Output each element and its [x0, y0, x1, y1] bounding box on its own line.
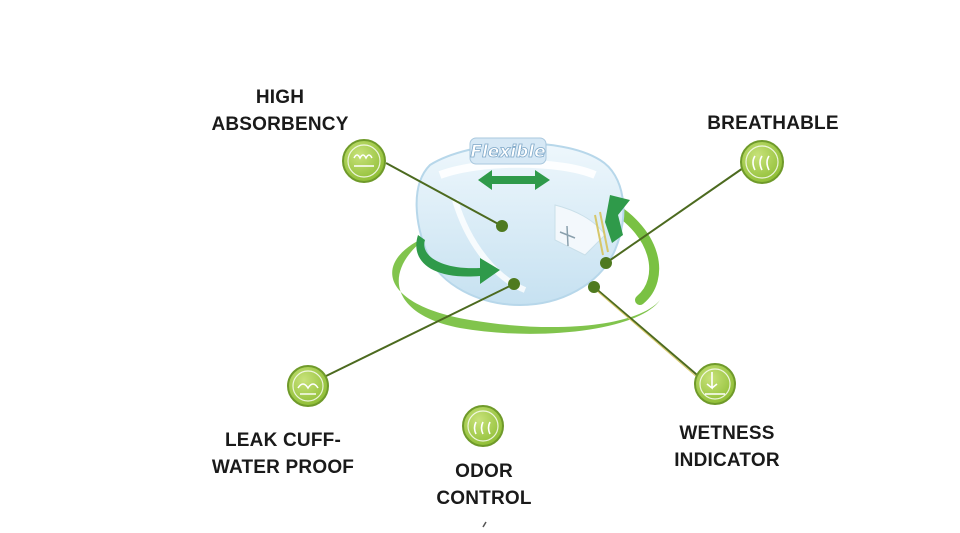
base-tick: [482, 521, 487, 528]
wetness-indicator-icon: [694, 363, 736, 405]
odor-control-icon: [462, 405, 504, 447]
label-odor-control: ODOR CONTROL: [436, 461, 532, 509]
leader-lines: [323, 162, 747, 385]
label-breathable: BREATHABLE: [707, 113, 839, 134]
flexible-tag-text: Flexible: [470, 142, 545, 162]
anchor-dots: [496, 220, 612, 293]
diaper-product-image: [415, 142, 625, 307]
label-leak-cuff: LEAK CUFF- WATER PROOF: [211, 430, 355, 478]
flexible-tag: Flexible: [469, 137, 547, 165]
leader-breathable: [605, 165, 747, 264]
breathable-icon: [740, 140, 784, 184]
absorbency-icon: [342, 139, 386, 183]
leader-wetness: [593, 286, 704, 381]
leader-high-absorbency: [385, 162, 503, 227]
label-high-absorbency: HIGH ABSORBENCY: [211, 87, 349, 135]
flex-arrows: [416, 170, 630, 284]
leak-cuff-icon: [287, 365, 329, 407]
label-wetness-indicator: WETNESS INDICATOR: [674, 423, 780, 471]
leader-leak-cuff: [323, 283, 515, 378]
